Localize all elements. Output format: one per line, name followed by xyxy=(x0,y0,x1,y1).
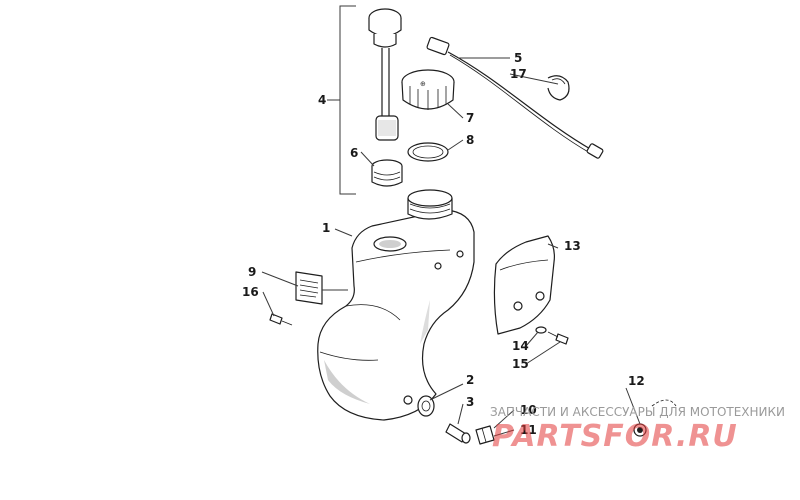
fuel-cap-part-7: ⊕ xyxy=(401,69,455,110)
fuel-sender-assembly xyxy=(368,8,402,141)
watermark-tagline: ЗАПЧАСТИ И АКСЕССУАРЫ ДЛЯ МОТОТЕХНИКИ xyxy=(490,405,785,419)
callout-5: 5 xyxy=(514,51,522,65)
callout-4: 4 xyxy=(318,93,326,107)
heat-shield-part-13 xyxy=(493,235,555,335)
group-4-bracket xyxy=(327,5,356,195)
callout-10: 10 xyxy=(520,403,537,417)
callout-17: 17 xyxy=(510,67,527,81)
fuel-valve-parts-10-11 xyxy=(475,425,495,445)
callout-3: 3 xyxy=(466,395,474,409)
grommet-fitting-parts-2-3 xyxy=(417,395,471,444)
callout-16: 16 xyxy=(242,285,259,299)
wire-harness-part-5 xyxy=(426,36,604,159)
decal-part-9 xyxy=(295,271,323,305)
callout-6: 6 xyxy=(350,146,358,160)
fuel-tank-part-1 xyxy=(317,189,475,421)
grommet-part-6 xyxy=(371,159,403,187)
callout-7: 7 xyxy=(466,111,474,125)
washer-screw-parts-14-15 xyxy=(535,326,569,345)
callout-15: 15 xyxy=(512,357,529,371)
callout-13: 13 xyxy=(564,239,581,253)
callout-14: 14 xyxy=(512,339,529,353)
leader-lines xyxy=(261,57,641,437)
callout-labels: 1 2 3 4 5 6 7 8 9 10 11 12 13 14 15 16 1… xyxy=(242,51,645,437)
watermark-brand: PARTSFOR.RU xyxy=(492,419,738,454)
fuel-hose-part-12 xyxy=(489,399,677,466)
callout-8: 8 xyxy=(466,133,474,147)
callout-9: 9 xyxy=(248,265,256,279)
screw-part-16 xyxy=(269,313,293,326)
callout-1: 1 xyxy=(322,221,330,235)
gasket-part-8 xyxy=(407,142,449,162)
watermark: ЗАПЧАСТИ И АКСЕССУАРЫ ДЛЯ МОТОТЕХНИКИ PA… xyxy=(490,405,785,454)
svg-text:⊕: ⊕ xyxy=(420,80,426,88)
clamp-part-17 xyxy=(547,75,570,101)
callout-12: 12 xyxy=(628,374,645,388)
callout-11: 11 xyxy=(520,423,537,437)
callout-2: 2 xyxy=(466,373,474,387)
